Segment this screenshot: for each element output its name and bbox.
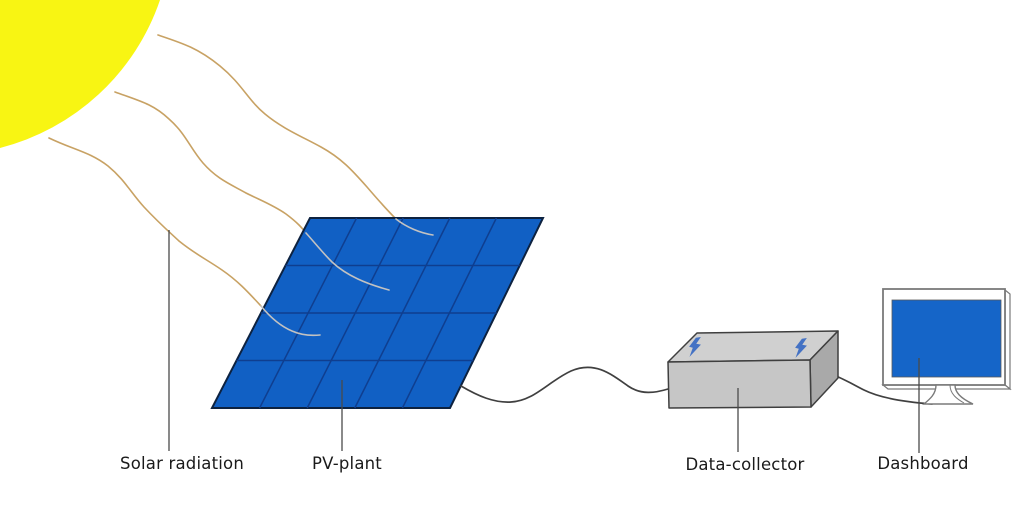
data-collector-label: Data-collector <box>685 455 804 474</box>
solar-ray-tail-icon <box>260 305 321 337</box>
solar-ray-tail-icon <box>305 232 390 291</box>
solar-ray-tail-icon <box>395 218 434 236</box>
data-collector-box <box>667 330 839 409</box>
sun-icon <box>0 0 160 148</box>
collector-to-dashboard-cable <box>825 371 933 405</box>
monitor-stand-curve <box>949 384 965 404</box>
monitor-screen <box>891 299 1002 378</box>
solar-ray-icon <box>48 137 262 307</box>
lightning-bolt-icon <box>689 337 701 357</box>
dashboard-monitor <box>881 288 1012 405</box>
solar-radiation-label: Solar radiation <box>120 454 244 473</box>
panel-to-collector-cable <box>460 366 669 403</box>
solar-ray-icon <box>157 34 397 220</box>
pv-plant-label: PV-plant <box>312 454 382 473</box>
pv-panel <box>210 217 545 409</box>
monitor-stand <box>922 384 974 405</box>
lightning-bolt-icon <box>795 338 807 358</box>
solar-ray-group <box>48 34 397 307</box>
pv-panel-grid <box>236 217 520 409</box>
collector-front-face <box>667 359 812 409</box>
dashboard-label: Dashboard <box>877 454 968 473</box>
solar-ray-icon <box>114 91 307 234</box>
